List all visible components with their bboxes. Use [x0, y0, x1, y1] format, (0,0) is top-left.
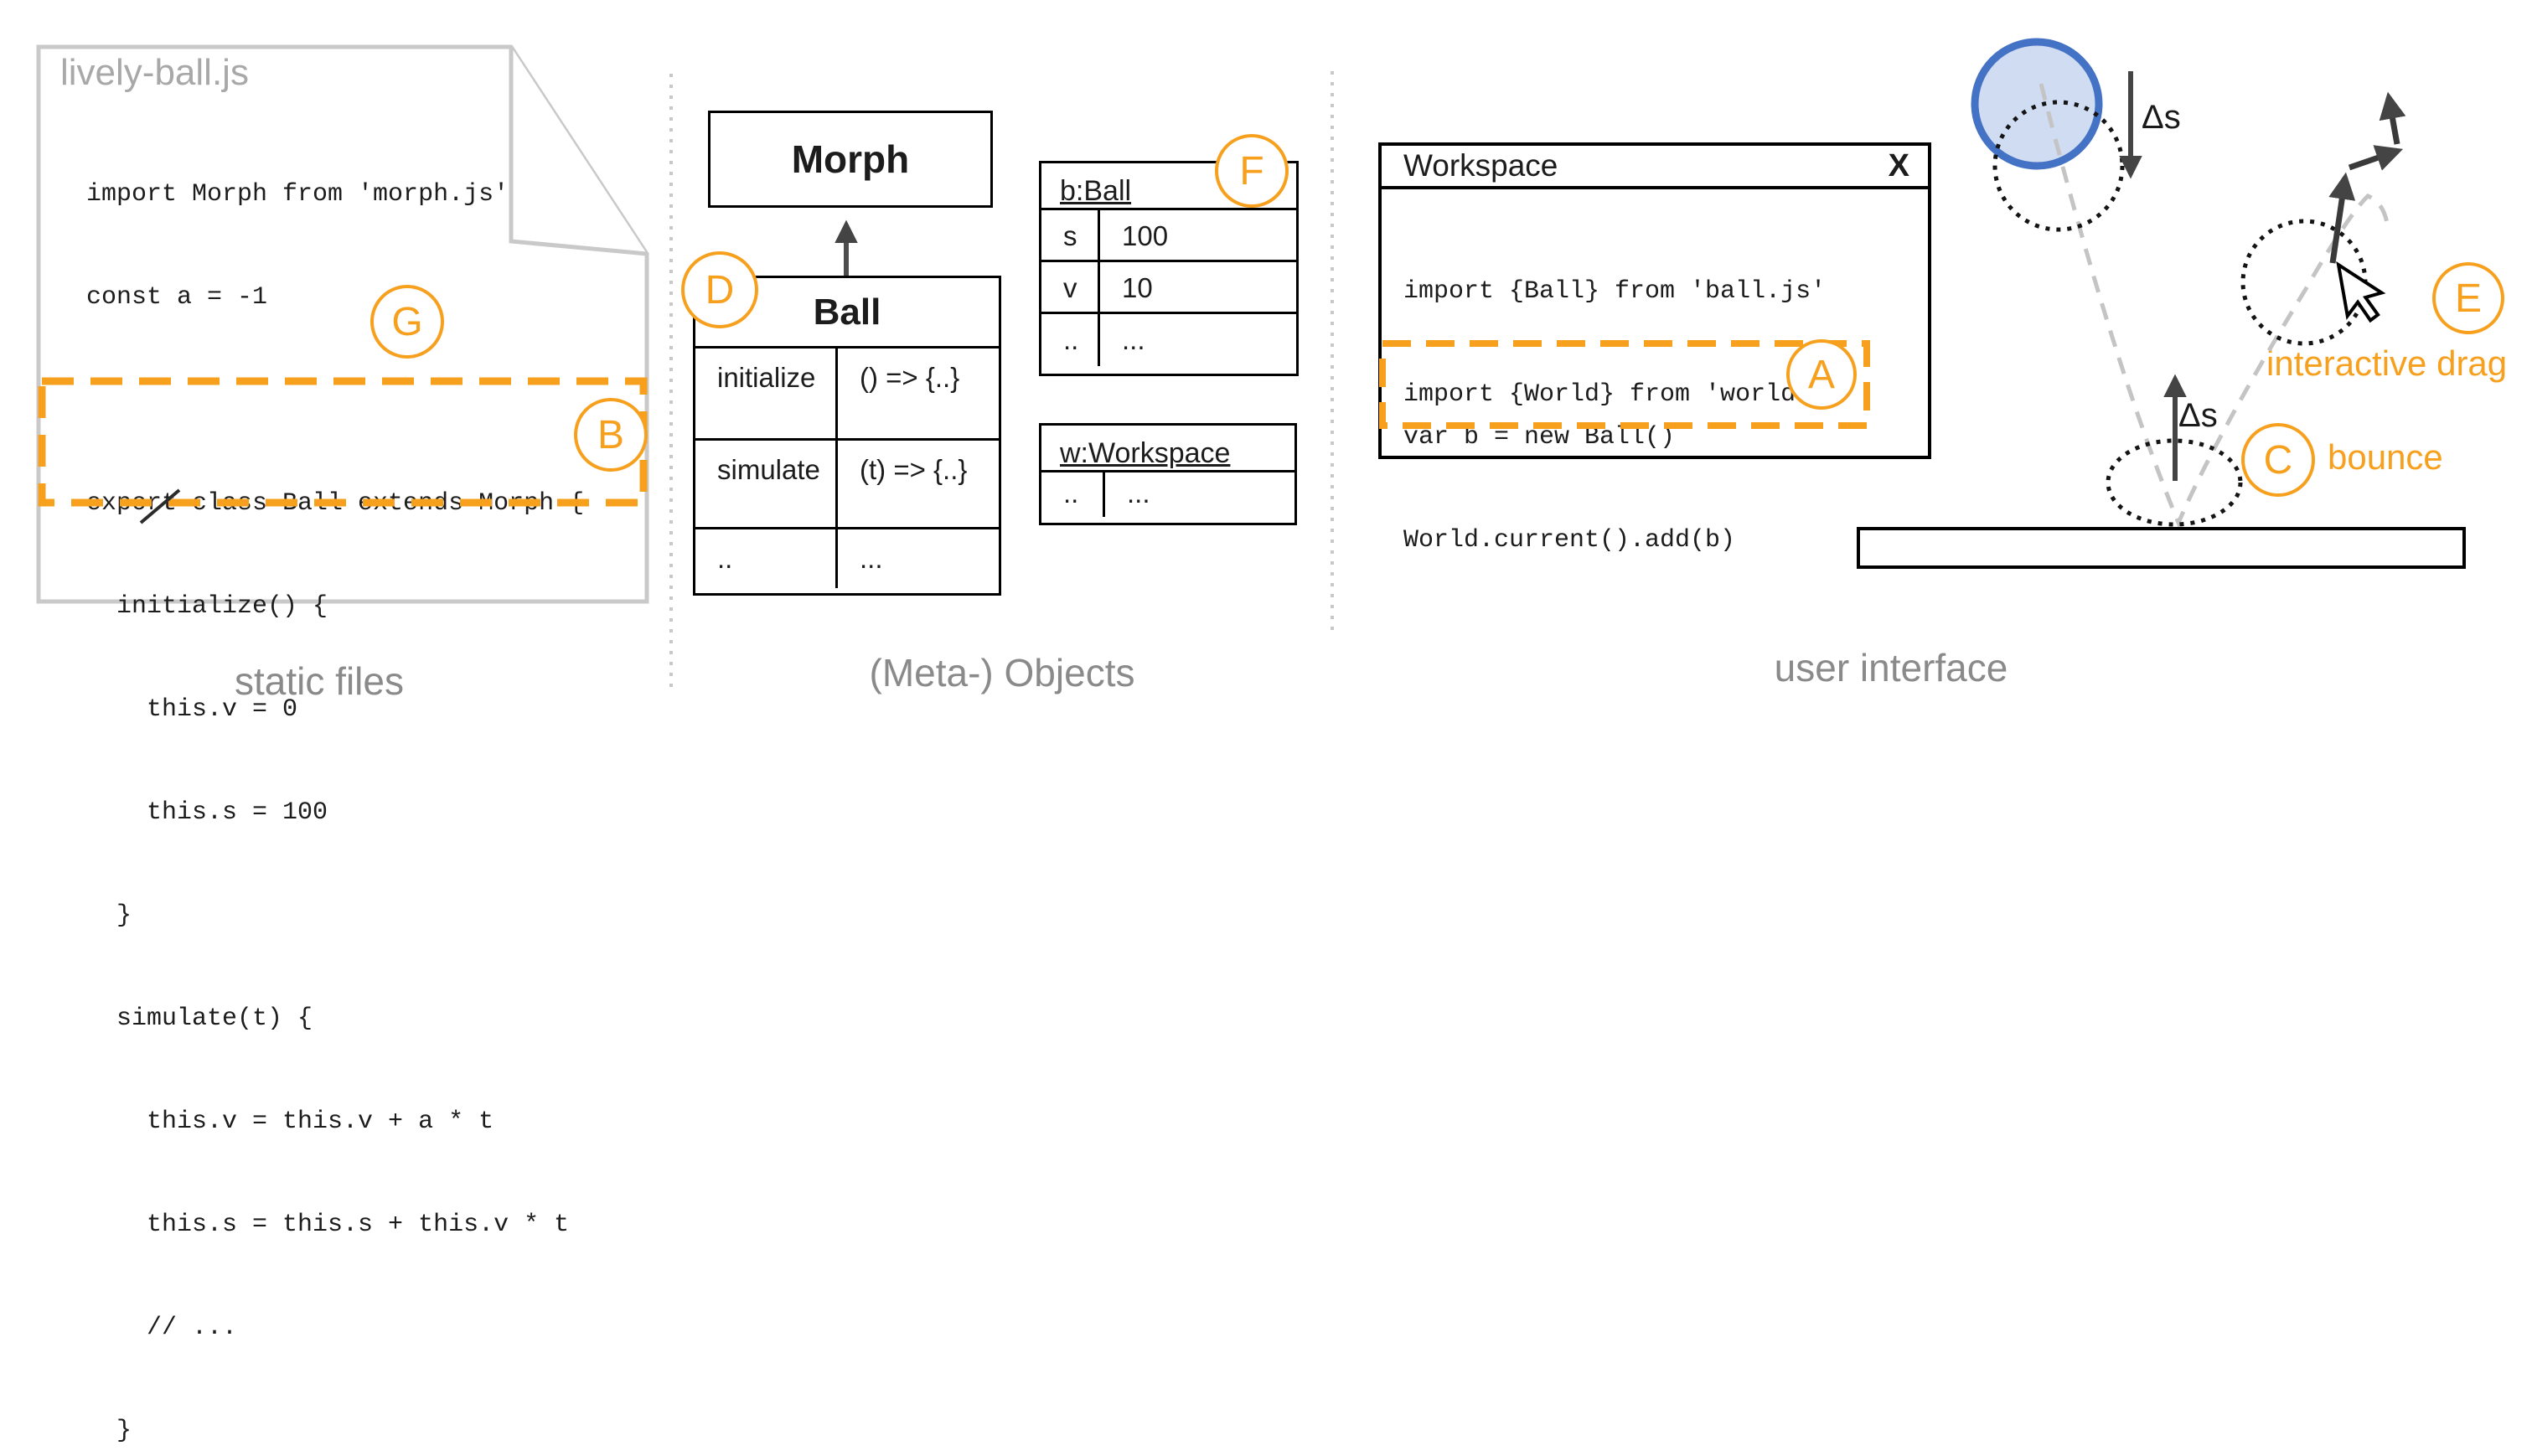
method-name: simulate	[695, 441, 838, 527]
code-line: this.s = this.s + this.v * t	[86, 1211, 570, 1239]
attr-value: ...	[1122, 324, 1145, 355]
morph-class-name: Morph	[791, 137, 910, 181]
table-row: simulate (t) => {..}	[695, 441, 999, 529]
section-label-meta-objects: (Meta-) Objects	[869, 651, 1135, 694]
morph-class-box: Morph	[708, 111, 993, 208]
code-line: World.current().add(b)	[1403, 526, 1736, 555]
table-row: .. ...	[1041, 314, 1296, 366]
attr-name: v	[1041, 262, 1100, 312]
annotation-circle-c: C	[2241, 423, 2315, 497]
workspace-titlebar[interactable]: Workspace X	[1382, 146, 1928, 189]
table-row: v 10	[1041, 262, 1296, 314]
code-line: this.v = 0	[86, 695, 298, 724]
annotation-circle-e: E	[2432, 262, 2504, 334]
table-row: initialize () => {..}	[695, 349, 999, 441]
code-line: }	[86, 901, 132, 930]
attr-name: ..	[1041, 472, 1105, 517]
ball-class-header: Ball	[695, 278, 999, 349]
workspace-window: Workspace X import {Ball} from 'ball.js'…	[1378, 142, 1931, 555]
annotation-circle-d: D	[681, 251, 758, 328]
method-name: ..	[695, 529, 838, 588]
annotation-circle-g: G	[370, 285, 444, 359]
annotation-circle-b: B	[574, 398, 648, 472]
object-w-workspace-box: w:Workspace .. ...	[1039, 423, 1297, 525]
delta-s-label-bounce: Δs	[2178, 397, 2218, 434]
object-w-title: w:Workspace	[1041, 426, 1294, 472]
file-title: lively-ball.js	[60, 52, 249, 93]
code-line: const a = -1	[86, 283, 268, 312]
attr-name: s	[1041, 210, 1100, 260]
code-line: import {Ball} from 'ball.js'	[1403, 277, 1827, 306]
attr-value: ...	[1127, 478, 1150, 509]
attr-name: ..	[1041, 314, 1100, 366]
table-row: .. ...	[695, 529, 999, 588]
workspace-title: Workspace	[1403, 148, 1558, 183]
code-line: import Morph from 'morph.js'	[86, 180, 509, 209]
code-line: var b = new Ball()	[1403, 423, 1676, 452]
file-code: import Morph from 'morph.js' const a = -…	[86, 109, 584, 1456]
code-line: this.v = this.v + a * t	[86, 1107, 494, 1136]
code-line: this.s = 100	[86, 798, 328, 827]
object-b-title: b:Ball	[1041, 163, 1296, 210]
method-value: () => {..}	[860, 362, 960, 393]
annotation-circle-f: F	[1215, 134, 1289, 208]
attr-value: 10	[1122, 272, 1153, 303]
method-value: (t) => {..}	[860, 454, 968, 485]
interactive-drag-label: interactive drag	[2266, 343, 2508, 383]
code-line: }	[86, 1417, 132, 1445]
ball-class-box: Ball initialize () => {..} simulate (t) …	[693, 276, 1001, 596]
table-row: s 100	[1041, 210, 1296, 262]
table-row: .. ...	[1041, 472, 1294, 517]
bounce-label: bounce	[2328, 437, 2443, 477]
code-line: simulate(t) {	[86, 1004, 313, 1033]
close-button[interactable]: X	[1888, 147, 1909, 183]
attr-value: 100	[1122, 220, 1169, 251]
code-line: // ...	[86, 1314, 238, 1342]
section-label-static-files: static files	[235, 659, 404, 703]
section-label-user-interface: user interface	[1774, 646, 2008, 689]
ball-class-name: Ball	[813, 291, 881, 333]
method-name: initialize	[695, 349, 838, 438]
annotation-circle-a: A	[1786, 339, 1857, 410]
delta-s-label-fall: Δs	[2142, 99, 2181, 136]
code-line: initialize() {	[86, 592, 328, 621]
file-folded-corner	[509, 47, 648, 256]
code-line	[86, 384, 584, 418]
code-line: export class Ball extends Morph {	[86, 489, 585, 518]
method-value: ...	[860, 543, 883, 574]
workspace-snippet[interactable]: var b = new Ball() World.current().add(b…	[1403, 352, 1735, 627]
